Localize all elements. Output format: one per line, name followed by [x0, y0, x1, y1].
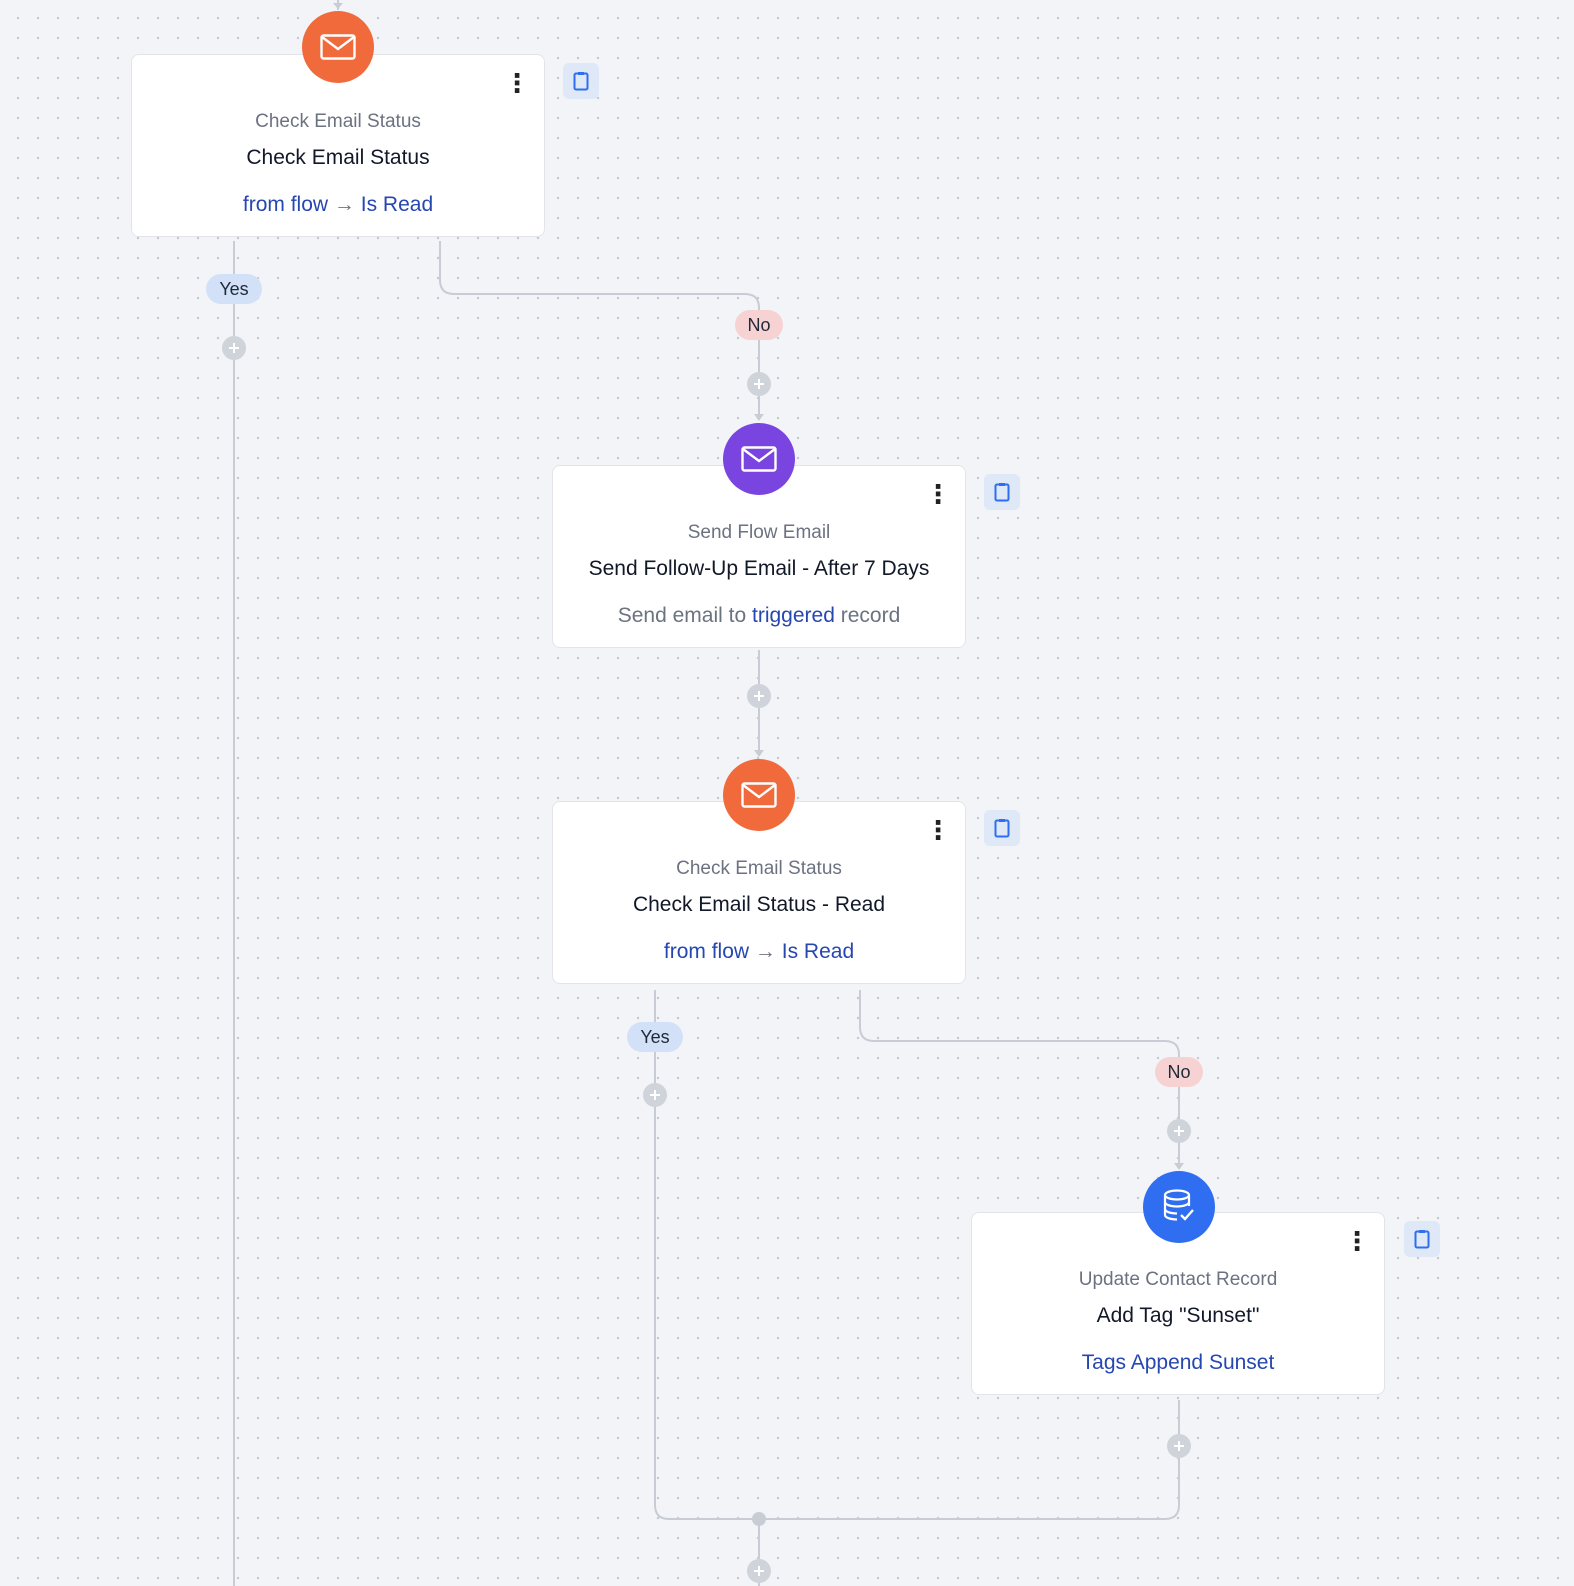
- merge-dot: [752, 1512, 766, 1526]
- plus-icon: [1174, 1126, 1184, 1136]
- more-options-icon[interactable]: ⋮: [925, 815, 951, 845]
- condition-value-link[interactable]: Is Read: [781, 940, 855, 963]
- database-check-icon[interactable]: [1143, 1171, 1215, 1243]
- node-type-label: Check Email Status: [255, 111, 421, 132]
- add-step-button[interactable]: [1167, 1119, 1191, 1143]
- arrowhead: [333, 3, 343, 9]
- clipboard-icon: [994, 819, 1010, 838]
- arrowhead: [1174, 1163, 1184, 1170]
- envelope-icon[interactable]: [723, 759, 795, 831]
- node-title: Add Tag "Sunset": [1096, 1304, 1260, 1327]
- note-button[interactable]: [563, 63, 599, 99]
- add-step-button[interactable]: [643, 1083, 667, 1107]
- recipient-link[interactable]: triggered: [752, 604, 835, 627]
- more-options-icon[interactable]: ⋮: [504, 68, 530, 98]
- action-detail-link[interactable]: Tags Append Sunset: [1081, 1351, 1275, 1374]
- more-options-icon[interactable]: ⋮: [1344, 1226, 1370, 1256]
- clipboard-icon: [1414, 1230, 1430, 1249]
- arrowhead: [754, 750, 764, 757]
- add-step-button[interactable]: [747, 684, 771, 708]
- note-button[interactable]: [1404, 1221, 1440, 1257]
- node-card-send-flow-email[interactable]: ⋮ Send Flow Email Send Follow-Up Email -…: [552, 465, 966, 648]
- note-button[interactable]: [984, 810, 1020, 846]
- envelope-icon[interactable]: [302, 11, 374, 83]
- branch-yes-badge: Yes: [206, 274, 262, 304]
- node-description: Tags Append Sunset: [972, 1351, 1384, 1375]
- node-description: Send email to triggered record: [553, 604, 965, 628]
- plus-icon: [754, 379, 764, 389]
- plus-icon: [1174, 1441, 1184, 1451]
- plus-icon: [650, 1090, 660, 1100]
- plus-icon: [754, 691, 764, 701]
- node-card-check-email-status-read[interactable]: ⋮ Check Email Status Check Email Status …: [552, 801, 966, 984]
- description-suffix: record: [840, 604, 901, 627]
- clipboard-icon: [573, 72, 589, 91]
- more-options-icon[interactable]: ⋮: [925, 479, 951, 509]
- node-type-label: Send Flow Email: [687, 522, 831, 543]
- branch-no-badge: No: [735, 310, 783, 340]
- branch-no-badge: No: [1155, 1057, 1203, 1087]
- node-description: from flow → Is Read: [132, 193, 544, 217]
- description-prefix: Send email to: [617, 604, 747, 627]
- add-step-button[interactable]: [1167, 1434, 1191, 1458]
- connector-line: [859, 990, 1180, 1166]
- node-title: Check Email Status: [246, 146, 430, 169]
- node-type-label: Check Email Status: [676, 858, 842, 879]
- right-arrow-icon: →: [333, 193, 355, 216]
- node-card-update-contact-record[interactable]: ⋮ Update Contact Record Add Tag "Sunset"…: [971, 1212, 1385, 1395]
- connector-line: [439, 241, 760, 418]
- plus-icon: [229, 343, 239, 353]
- node-card-check-email-status[interactable]: ⋮ Check Email Status Check Email Status …: [131, 54, 545, 237]
- condition-source-link[interactable]: from flow: [663, 940, 750, 963]
- branch-yes-badge: Yes: [627, 1022, 683, 1052]
- node-title: Check Email Status - Read: [632, 893, 886, 916]
- add-step-button[interactable]: [747, 372, 771, 396]
- plus-icon: [754, 1566, 764, 1576]
- add-step-button[interactable]: [747, 1559, 771, 1583]
- clipboard-icon: [994, 483, 1010, 502]
- note-button[interactable]: [984, 474, 1020, 510]
- node-type-label: Update Contact Record: [1078, 1269, 1278, 1290]
- condition-value-link[interactable]: Is Read: [360, 193, 434, 216]
- add-step-button[interactable]: [222, 336, 246, 360]
- right-arrow-icon: →: [754, 940, 776, 963]
- envelope-icon[interactable]: [723, 423, 795, 495]
- arrowhead: [754, 414, 764, 421]
- condition-source-link[interactable]: from flow: [242, 193, 329, 216]
- node-description: from flow → Is Read: [553, 940, 965, 964]
- node-title: Send Follow-Up Email - After 7 Days: [588, 557, 930, 580]
